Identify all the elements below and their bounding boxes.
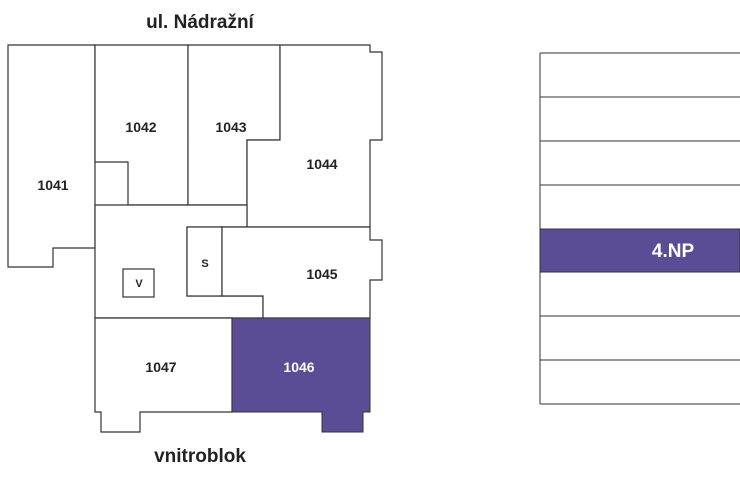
unit-label-1045: 1045 (306, 266, 337, 282)
unit-1045[interactable] (221, 226, 383, 319)
unit-label-1041: 1041 (37, 177, 68, 193)
elevator-box (122, 268, 155, 298)
unit-label-1047: 1047 (145, 359, 176, 375)
floor-selector: 4.NP (539, 52, 740, 405)
stair-label: S (201, 258, 208, 270)
unit-label-1043: 1043 (215, 119, 246, 135)
unit-1046-selected[interactable] (231, 317, 371, 433)
unit-1047[interactable] (94, 317, 233, 433)
street-label-bottom: vnitroblok (154, 446, 246, 467)
unit-1041[interactable] (7, 44, 96, 268)
unit-1044[interactable] (246, 44, 383, 228)
unit-label-1044: 1044 (306, 156, 337, 172)
elevator-label: V (135, 278, 143, 290)
unit-label-1046: 1046 (283, 359, 314, 375)
street-label-top: ul. Nádražní (146, 12, 254, 33)
floor-label-selected: 4.NP (652, 241, 695, 262)
stair-room (186, 226, 223, 297)
unit-label-1042: 1042 (125, 119, 156, 135)
floor-row-selected[interactable] (539, 228, 740, 273)
